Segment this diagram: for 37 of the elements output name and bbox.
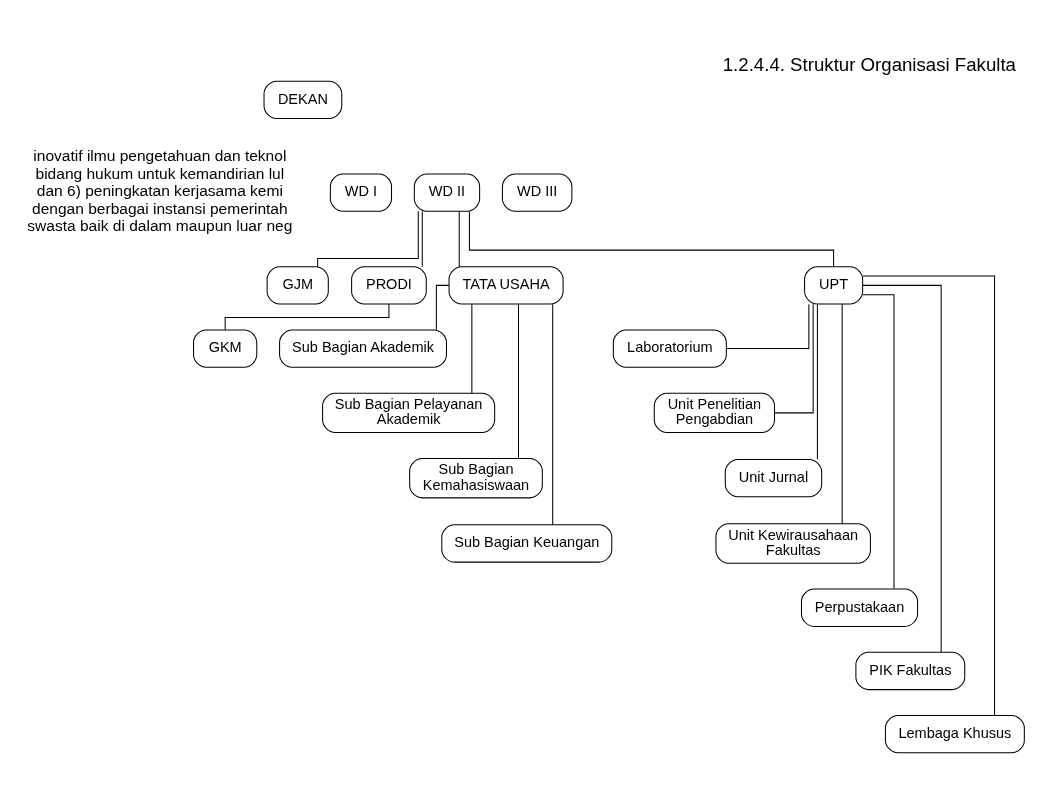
node-box: Unit Kewirausahaan Fakultas [715, 522, 871, 564]
connector [816, 303, 818, 460]
connector [317, 210, 419, 267]
diagram-title: 1.2.4.4. Struktur Organisasi Fakulta [722, 53, 1016, 75]
node-box: PIK Fakultas [855, 651, 966, 690]
connector [862, 293, 895, 589]
connector [458, 210, 460, 267]
node-box: UPT [804, 265, 864, 305]
node-box: WD II [413, 172, 481, 212]
node-box: Perpustakaan [800, 588, 919, 627]
label: inovatif ilmu pengetahuan dan teknol bidang hukum untuk kemandirian lul dan 6) peningkatan kerjasama kemi dengan berbagai instansi pemerintah swasta baik di dalam maupun luar neg [27, 146, 293, 234]
connector [471, 303, 473, 394]
connector [435, 284, 450, 330]
connector [862, 284, 942, 653]
node-box: GJM [266, 265, 329, 305]
node-box: Sub Bagian Keuangan [441, 523, 613, 563]
connector [862, 275, 996, 716]
connector [841, 303, 843, 524]
node-box: WD I [329, 172, 393, 212]
node-box: Sub Bagian Pelayanan Akademik [322, 392, 496, 433]
node-box: Sub Bagian Kemahasiswaan [409, 457, 543, 498]
node-box: GKM [193, 328, 258, 368]
connector [468, 210, 835, 267]
connector [725, 303, 810, 349]
node-box: Unit Penelitian Pengabdian [653, 392, 776, 433]
node-box: TATA USAHA [448, 265, 564, 305]
node-box: WD III [501, 172, 573, 212]
connector [552, 303, 554, 525]
node-box: PRODI [351, 265, 427, 305]
node-box: Laboratorium [612, 328, 727, 368]
connector [518, 303, 519, 459]
node-box: Unit Jurnal [724, 458, 823, 497]
node-box: DEKAN [263, 80, 343, 119]
node-box: Sub Bagian Akademik [279, 328, 447, 368]
node-box: Lembaga Khusus [884, 714, 1025, 753]
connector [421, 210, 423, 267]
connector [774, 303, 814, 413]
